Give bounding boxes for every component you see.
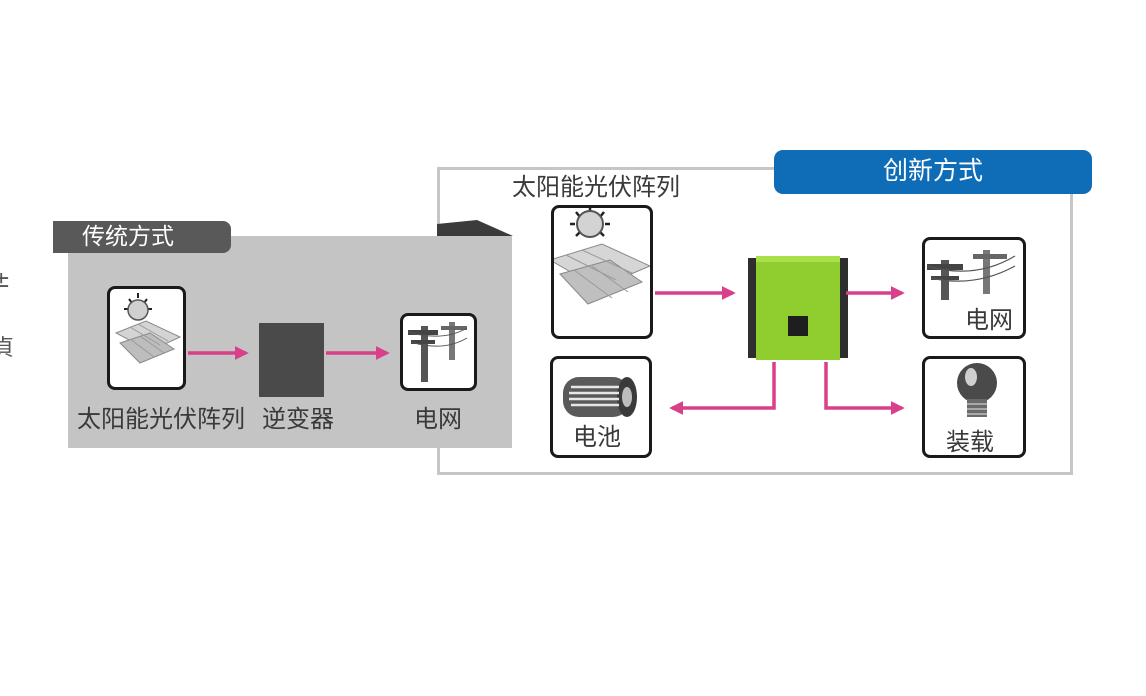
traditional-inverter-box xyxy=(259,323,324,397)
load-label: 装载 xyxy=(946,428,994,456)
innovative-solar-node xyxy=(548,204,653,339)
innovative-grid-node xyxy=(922,237,1026,339)
battery-icon xyxy=(563,377,637,417)
traditional-grid-label: 电网 xyxy=(414,405,462,433)
hybrid-inverter-icon xyxy=(748,256,848,360)
battery-node xyxy=(550,356,652,458)
battery-label: 电池 xyxy=(573,423,621,451)
traditional-method-tab xyxy=(53,221,231,253)
load-node xyxy=(922,356,1026,458)
power-pole-icon xyxy=(926,250,1016,300)
traditional-grid-node xyxy=(400,313,477,391)
innov-inverter-to-load-arrow xyxy=(824,362,905,415)
edge-glyph-1: ± xyxy=(0,268,11,293)
innovative-solar-label: 太阳能光伏阵列 xyxy=(512,173,680,201)
solar-panel-icon xyxy=(114,293,182,364)
traditional-solar-label: 太阳能光伏阵列 xyxy=(77,405,245,433)
innov-inverter-to-battery-arrow xyxy=(669,362,776,415)
power-pole-icon xyxy=(407,322,468,382)
innovative-grid-label: 电网 xyxy=(965,306,1013,334)
traditional-inverter-label: 逆变器 xyxy=(262,405,334,433)
edge-glyph-2: 貞 xyxy=(0,336,15,361)
solar-panel-icon xyxy=(548,204,652,305)
light-bulb-icon xyxy=(957,363,997,417)
traditional-solar-node xyxy=(107,286,186,390)
traditional-method-tab-label: 传统方式 xyxy=(82,224,174,250)
innovative-method-tab-label: 创新方式 xyxy=(883,156,984,185)
panel-connector-strip xyxy=(437,220,513,236)
innovative-method-tab xyxy=(774,150,1092,194)
